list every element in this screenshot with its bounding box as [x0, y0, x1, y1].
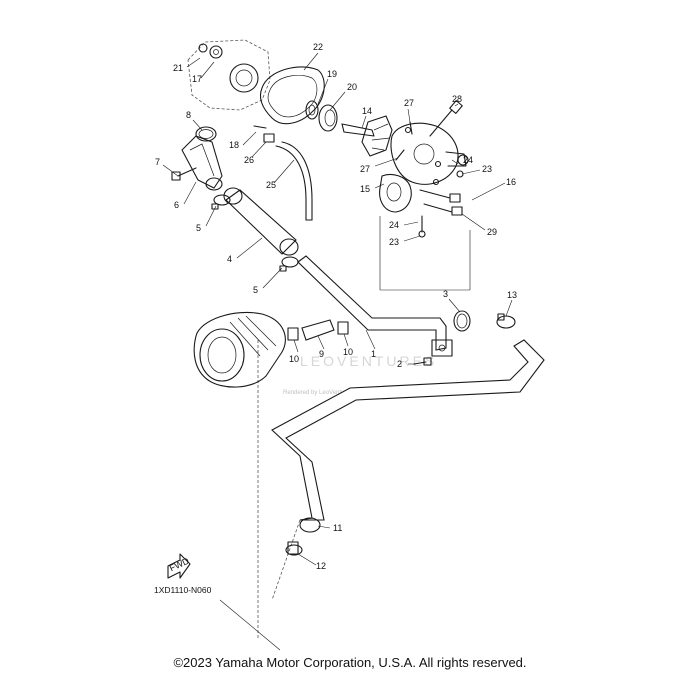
- bolt-7: [171, 167, 197, 181]
- callout-27a: 27: [404, 98, 414, 108]
- callout-17: 17: [192, 74, 202, 84]
- guide-lines: [219, 216, 471, 651]
- oil-filter: [193, 311, 286, 388]
- callout-10a: 10: [289, 354, 299, 364]
- hose-clamp-5b: [279, 256, 299, 272]
- callout-24b: 24: [389, 220, 399, 230]
- callout-28: 28: [452, 94, 462, 104]
- callout-5a: 5: [196, 223, 201, 233]
- watermark: LEOVENTURES Rendered by LeoVentures, Inc…: [283, 353, 437, 396]
- bolts: [395, 100, 464, 238]
- watermark-text: LEOVENTURES: [300, 353, 437, 369]
- callout-10b: 10: [343, 347, 353, 357]
- callout-23b: 23: [389, 237, 399, 247]
- callout-11: 11: [333, 523, 342, 533]
- fitting-26: [263, 133, 275, 143]
- mechanical-seal: [318, 104, 338, 132]
- callout-6: 6: [174, 200, 179, 210]
- hose-clamp-12: [285, 541, 303, 556]
- callout-5b: 5: [253, 285, 258, 295]
- oil-seal: [305, 100, 319, 120]
- callout-2: 2: [397, 359, 402, 369]
- drawing-code: 1XD1110-N060: [154, 585, 212, 595]
- watermark-small-text: Rendered by LeoVentures, Inc.: [283, 390, 366, 396]
- callout-23a: 23: [482, 164, 492, 174]
- callout-1: 1: [371, 349, 376, 359]
- callout-22: 22: [313, 42, 323, 52]
- hose-clamp-5a: [211, 194, 231, 210]
- inlet-joint: [181, 135, 223, 191]
- callout-24a: 24: [463, 155, 473, 165]
- fwd-arrow-icon: FWD: [167, 553, 191, 579]
- callout-7: 7: [155, 157, 160, 167]
- callout-9: 9: [319, 349, 324, 359]
- water-pipe-1: [297, 255, 453, 357]
- hose-end-fitting: [299, 517, 321, 533]
- fwd-label: FWD: [168, 555, 191, 573]
- callout-13: 13: [507, 290, 517, 300]
- callout-18: 18: [229, 140, 239, 150]
- hose-9: [301, 319, 335, 341]
- callout-4: 4: [227, 254, 232, 264]
- pump-gasket: [259, 66, 325, 125]
- callout-25: 25: [266, 180, 276, 190]
- impeller-shaft: [341, 115, 393, 157]
- o-ring-8: [195, 126, 217, 142]
- callout-19: 19: [327, 69, 337, 79]
- callout-8: 8: [186, 110, 191, 120]
- callout-29: 29: [487, 227, 497, 237]
- hose-clamp-10b: [337, 321, 349, 335]
- hose-clamp-10a: [287, 327, 299, 341]
- leader-lines: [162, 52, 513, 566]
- bolt-2: [413, 357, 432, 366]
- callout-27b: 27: [360, 164, 370, 174]
- hose-clamp-13: [496, 313, 516, 329]
- hose-4: [223, 187, 299, 256]
- callout-16: 16: [506, 177, 516, 187]
- hose-11: [271, 339, 545, 521]
- breather-hose: [275, 141, 313, 221]
- callout-12: 12: [316, 561, 326, 571]
- callout-21: 21: [173, 63, 183, 73]
- pin-18: [253, 125, 267, 129]
- callout-20: 20: [347, 82, 357, 92]
- callout-26: 26: [244, 155, 254, 165]
- callout-3: 3: [443, 289, 448, 299]
- copyright-notice: ©2023 Yamaha Motor Corporation, U.S.A. A…: [173, 655, 527, 670]
- pump-body: [379, 122, 469, 213]
- callout-15: 15: [360, 184, 370, 194]
- callout-labels: 21 17 22 19 20 14 27 28 8 18 26 25 27 15…: [155, 42, 517, 571]
- pump-housing-cover: [187, 39, 271, 111]
- callout-14: 14: [362, 106, 372, 116]
- o-ring-3: [453, 310, 471, 332]
